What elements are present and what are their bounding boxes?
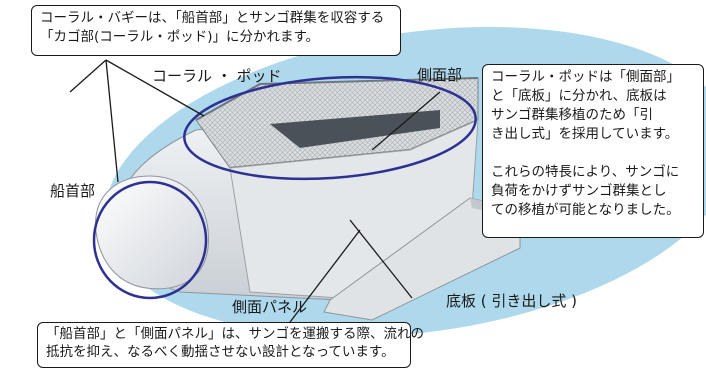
design-callout: 「船首部」と「側面パネル」は、サンゴを運搬する際、流れの 抵抗を抑え、なるべく動… xyxy=(37,322,424,368)
intro-callout-line-1: コーラル・バギーは、「船首部」とサンゴ群集を収容する xyxy=(40,10,385,26)
features-callout-line-5: これらの特長により、サンゴに xyxy=(491,164,680,180)
label-side-panel: 側面パネル xyxy=(232,298,308,316)
leader-lines xyxy=(69,59,441,331)
label-bottom-plate: 底板 ( 引き出し式 ) xyxy=(446,292,578,310)
features-callout-line-2: と「底板」に分かれ、底板は xyxy=(491,88,667,104)
coral-buggy-hull xyxy=(95,77,521,321)
bow-highlight-ring xyxy=(92,180,208,300)
label-side-section: 側面部 xyxy=(417,66,463,84)
design-callout-line-2: 抵抗を抑え、なるべく動揺させない設計となっています。 xyxy=(46,344,395,360)
pod-highlight-ring xyxy=(183,75,477,181)
label-bow: 船首部 xyxy=(50,182,96,200)
features-callout-line-3: サンゴ群集移植のため「引 xyxy=(491,107,653,123)
features-callout: コーラル・ポッドは「側面部」 と「底板」に分かれ、底板は サンゴ群集移植のため「… xyxy=(482,64,704,238)
features-callout-line-1: コーラル・ポッドは「側面部」 xyxy=(491,69,680,85)
label-coral-pod: コーラル ・ ポッド xyxy=(152,67,282,85)
features-callout-line-4: き出し式」を採用しています。 xyxy=(491,126,679,142)
features-callout-line-7: ての移植が可能となりました。 xyxy=(491,202,680,218)
features-callout-line-6: 負荷をかけずサンゴ群集とし xyxy=(491,183,667,199)
intro-callout-line-2: 「カゴ部(コーラル・ポッド)」に分かれます。 xyxy=(40,29,320,45)
design-callout-line-1: 「船首部」と「側面パネル」は、サンゴを運搬する際、流れの xyxy=(46,326,424,342)
intro-callout: コーラル・バギーは、「船首部」とサンゴ群集を収容する 「カゴ部(コーラル・ポッド… xyxy=(31,5,401,56)
